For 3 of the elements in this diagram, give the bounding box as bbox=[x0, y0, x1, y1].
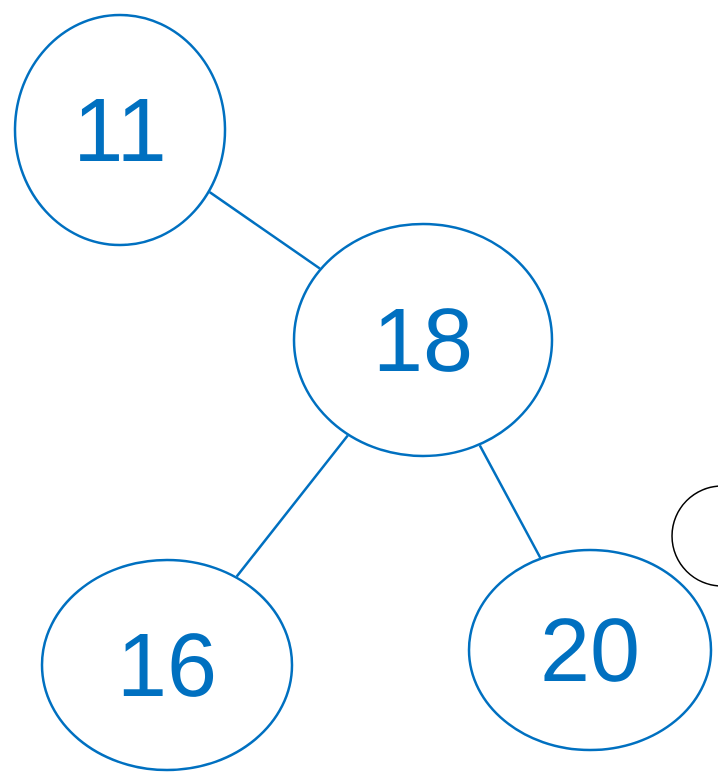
connector-line bbox=[209, 191, 320, 270]
connector-line bbox=[478, 444, 542, 558]
connector-line bbox=[236, 434, 349, 578]
